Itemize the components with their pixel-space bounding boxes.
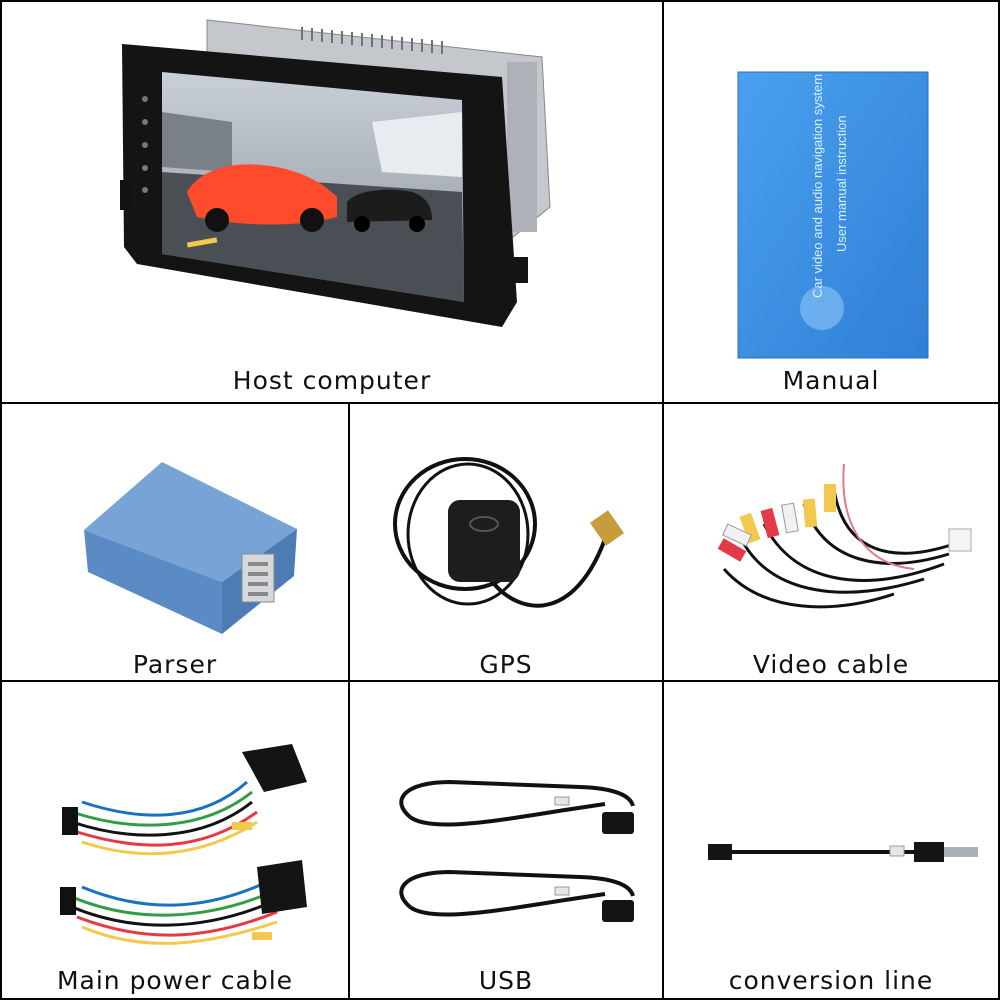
- manual-cover-text-2: User manual instruction: [834, 115, 849, 252]
- cell-main-power-cable: Main power cable: [0, 680, 350, 1000]
- decoder-box-icon: [84, 462, 297, 634]
- label-gps: GPS: [479, 650, 533, 679]
- cell-manual: Car video and audio navigation system Us…: [662, 0, 1000, 404]
- usb-cable-icon: [399, 779, 635, 922]
- manual-cover-text-1: Car video and audio navigation system: [810, 74, 825, 298]
- label-parser: Parser: [132, 650, 218, 679]
- cell-gps: GPS: [348, 402, 664, 682]
- cell-video-cable: Video cable: [662, 402, 1000, 682]
- cell-parser: Parser: [0, 402, 350, 682]
- label-manual: Manual: [782, 366, 880, 395]
- cell-host-computer: Host computer: [0, 0, 664, 404]
- manual-booklet-icon: Car video and audio navigation system Us…: [737, 71, 929, 359]
- cell-conversion-line: conversion line: [662, 680, 1000, 1000]
- label-video-cable: Video cable: [752, 650, 910, 679]
- antenna-adapter-icon: [708, 842, 978, 862]
- label-conversion-line: conversion line: [728, 966, 934, 995]
- rca-cable-icon: [717, 463, 972, 609]
- wiring-harness-icon: [60, 744, 307, 945]
- gps-antenna-icon: [393, 457, 625, 608]
- car-head-unit-icon: [120, 19, 551, 327]
- cell-usb: USB: [348, 680, 664, 1000]
- label-usb: USB: [478, 966, 534, 995]
- label-host-computer: Host computer: [232, 366, 432, 395]
- label-main-power-cable: Main power cable: [56, 966, 294, 995]
